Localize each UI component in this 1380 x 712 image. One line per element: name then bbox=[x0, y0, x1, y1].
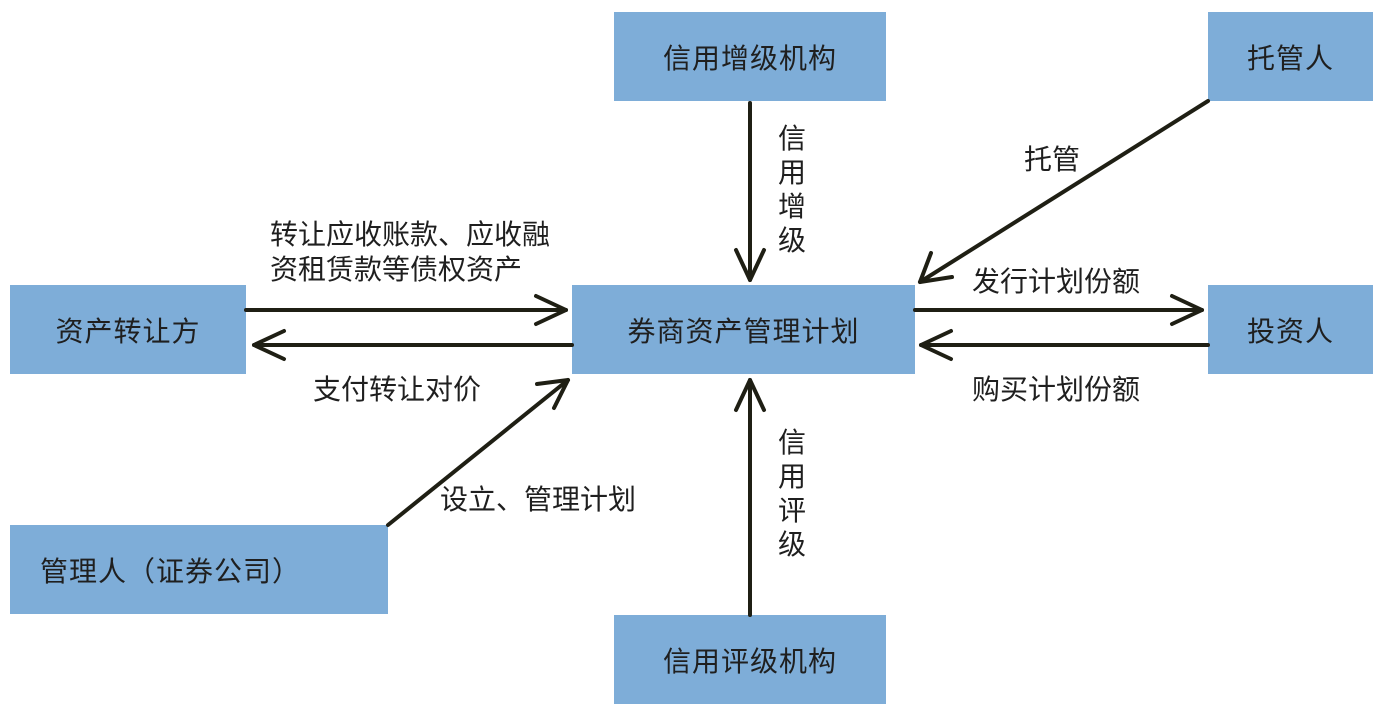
transfer-assets-label-line2: 资租赁款等债权资产 bbox=[270, 253, 523, 286]
credit-enhancement-text: 信用增级 bbox=[777, 122, 806, 257]
setup-manage-label: 设立、管理计划 bbox=[440, 483, 637, 516]
credit-enhancement-label: 信用增级 bbox=[777, 122, 807, 258]
transfer-assets-label-line1: 转让应收账款、应收融 bbox=[270, 218, 551, 251]
arrowhead-pay-transfer bbox=[252, 329, 286, 361]
arrowhead-issue-shares bbox=[1170, 294, 1204, 326]
investor-label: 投资人 bbox=[1246, 314, 1334, 348]
arrowhead-setup-manage bbox=[535, 378, 570, 410]
credit-rating-agency-box: 信用评级机构 bbox=[614, 615, 886, 704]
securities-asset-management-plan-label: 券商资产管理计划 bbox=[627, 314, 860, 348]
arrowhead-credit-enhancement bbox=[734, 248, 766, 282]
credit-rating-text: 信用评级 bbox=[777, 426, 806, 561]
arrowhead-credit-rating bbox=[734, 378, 766, 412]
manager-securities-company-label: 管理人（证券公司） bbox=[40, 554, 302, 588]
securities-asset-management-plan-box: 券商资产管理计划 bbox=[572, 285, 915, 374]
custodian-box: 托管人 bbox=[1208, 12, 1373, 101]
custody-label: 托管 bbox=[1024, 143, 1081, 176]
issue-shares-label: 发行计划份额 bbox=[972, 265, 1141, 298]
asset-transferor-label: 资产转让方 bbox=[55, 314, 201, 348]
credit-rating-agency-label: 信用评级机构 bbox=[662, 644, 837, 678]
pay-transfer-label: 支付转让对价 bbox=[313, 373, 482, 406]
manager-securities-company-box: 管理人（证券公司） bbox=[10, 525, 388, 614]
arrow-custody bbox=[918, 99, 1210, 284]
arrowhead-custody bbox=[918, 251, 954, 284]
credit-enhancement-institution-label: 信用增级机构 bbox=[662, 41, 837, 75]
investor-box: 投资人 bbox=[1208, 285, 1373, 374]
credit-rating-label: 信用评级 bbox=[777, 426, 807, 562]
arrow-setup-manage bbox=[386, 378, 570, 527]
asset-transferor-box: 资产转让方 bbox=[10, 285, 246, 374]
credit-enhancement-institution-box: 信用增级机构 bbox=[614, 12, 886, 101]
buy-shares-label: 购买计划份额 bbox=[972, 373, 1141, 406]
arrowhead-buy-shares bbox=[919, 329, 953, 361]
custodian-label: 托管人 bbox=[1246, 41, 1334, 75]
arrowhead-transfer-assets bbox=[534, 294, 568, 326]
